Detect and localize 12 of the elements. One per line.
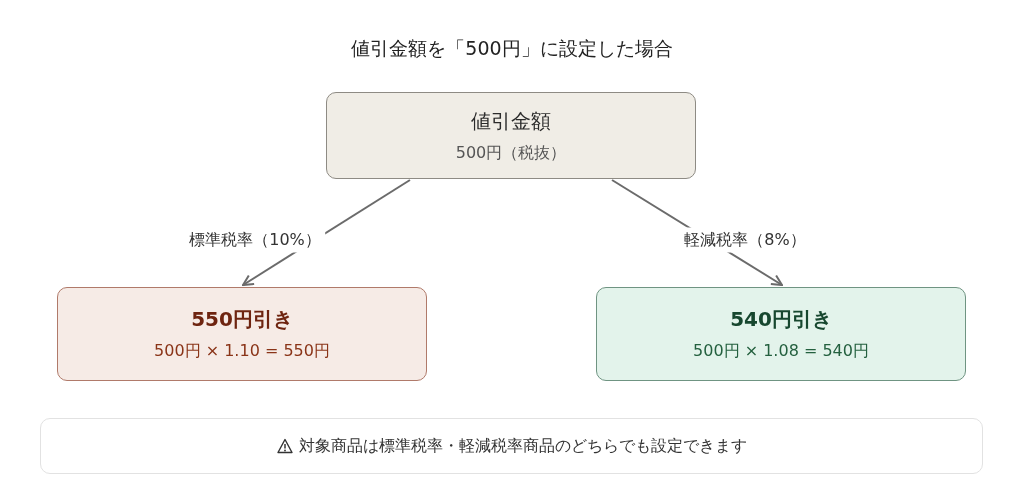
box-subtext: 500円（税抜）: [455, 141, 567, 164]
box-subtext: 500円 × 1.08 = 540円: [693, 340, 869, 362]
note-box: [40, 418, 983, 474]
result-box: [57, 287, 427, 381]
process-box: [326, 92, 696, 179]
box-heading: 540円引き: [730, 306, 832, 332]
note-text: 対象商品は標準税率・軽減税率商品のどちらでも設定できます: [298, 435, 747, 457]
box-heading: 550円引き: [191, 306, 293, 332]
box-subtext: 500円 × 1.10 = 550円: [154, 340, 330, 362]
box-heading: 値引金額: [471, 107, 551, 134]
result-box: [596, 287, 966, 381]
diagram-title: 値引金額を「500円」に設定した場合: [350, 36, 674, 61]
